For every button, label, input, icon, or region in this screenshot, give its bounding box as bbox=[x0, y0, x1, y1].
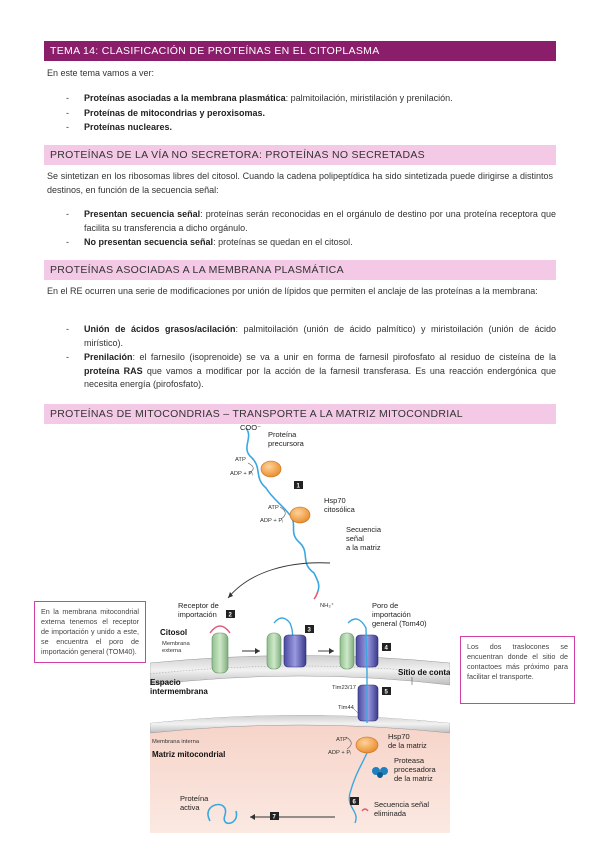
outer-membrane-label-2: externa bbox=[162, 648, 182, 654]
intermembrane-label: Espacio bbox=[150, 678, 181, 687]
page-title: TEMA 14: CLASIFICACIÓN DE PROTEÍNAS EN E… bbox=[44, 41, 556, 61]
list-item: Proteínas nucleares. bbox=[66, 121, 556, 135]
section1-text: Se sintetizan en los ribosomas libres de… bbox=[47, 171, 553, 195]
tim44-label: Tim44 bbox=[338, 705, 355, 711]
intro-text: En este tema vamos a ver: bbox=[47, 68, 155, 78]
step-1: 1 bbox=[297, 484, 301, 490]
protease-label: Proteasa bbox=[394, 756, 425, 765]
step-3: 3 bbox=[308, 628, 312, 634]
atp-label: ATP bbox=[235, 457, 246, 463]
import-receptor-icon-2 bbox=[266, 632, 282, 670]
inner-membrane-label: Membrana interna bbox=[152, 739, 200, 745]
cleaved-label-2: eliminada bbox=[374, 809, 407, 818]
contact-site-label: Sitio de contacto bbox=[398, 668, 450, 677]
hsp70-matrix-icon bbox=[355, 736, 379, 754]
active-protein-icon bbox=[207, 803, 238, 824]
step-2: 2 bbox=[229, 613, 233, 619]
import-receptor-icon bbox=[211, 632, 229, 674]
tom40-pore-icon bbox=[283, 634, 307, 668]
hsp70m-label-2: de la matriz bbox=[388, 741, 427, 750]
intro-list: Proteínas asociadas a la membrana plasmá… bbox=[66, 92, 556, 136]
signal-label-3: a la matriz bbox=[346, 543, 381, 552]
section-heading-mitocondrias: PROTEÍNAS DE MITOCONDRIAS – TRANSPORTE A… bbox=[44, 404, 556, 424]
list-item: Unión de ácidos grasos/acilación: palmit… bbox=[66, 323, 556, 350]
step-5: 5 bbox=[385, 690, 389, 696]
hsp70-label: Hsp70 bbox=[324, 496, 346, 505]
section2-text: En el RE ocurren una serie de modificaci… bbox=[47, 286, 538, 296]
signal-label: Secuencia bbox=[346, 525, 382, 534]
active-label-2: activa bbox=[180, 803, 200, 812]
section2-list: Unión de ácidos grasos/acilación: palmit… bbox=[66, 323, 556, 393]
mitochondrial-import-diagram: COO⁻ Proteína precursora ATP ADP + Pᵢ 1 … bbox=[150, 423, 450, 833]
atp-label-3: ATP bbox=[336, 737, 347, 743]
atp-label-2: ATP bbox=[268, 505, 279, 511]
cleaved-label: Secuencia señal bbox=[374, 800, 429, 809]
pore-label-3: general (Tom40) bbox=[372, 619, 427, 628]
section-heading-membrana: PROTEÍNAS ASOCIADAS A LA MEMBRANA PLASMÁ… bbox=[44, 260, 556, 280]
hsp70m-label: Hsp70 bbox=[388, 732, 410, 741]
hsp70-label-2: citosólica bbox=[324, 505, 356, 514]
receptor-label-2: importación bbox=[178, 610, 217, 619]
tim2317-label: Tim23/17 bbox=[332, 685, 356, 691]
section-heading-no-secretora: PROTEÍNAS DE LA VÍA NO SECRETORA: PROTEÍ… bbox=[44, 145, 556, 165]
precursor-label-2: precursora bbox=[268, 439, 305, 448]
step-7: 7 bbox=[273, 815, 277, 821]
step-4: 4 bbox=[385, 646, 389, 652]
signal-label-2: señal bbox=[346, 534, 364, 543]
note-right: Los dos traslocones se encuentran donde … bbox=[460, 636, 575, 704]
hsp70-icon bbox=[289, 506, 311, 524]
hsp70-cytosolic-icon bbox=[260, 460, 282, 478]
import-receptor-icon-3 bbox=[339, 632, 355, 670]
pore-label-2: importación bbox=[372, 610, 411, 619]
nh3-label: NH₃⁺ bbox=[320, 602, 334, 609]
list-item: Proteínas de mitocondrias y peroxisomas. bbox=[66, 107, 556, 121]
pore-label: Poro de bbox=[372, 601, 398, 610]
cytosol-label: Citosol bbox=[160, 628, 187, 637]
active-label: Proteína bbox=[180, 794, 209, 803]
intermembrane-label-2: intermembrana bbox=[150, 687, 208, 696]
adp-label-3: ADP + Pᵢ bbox=[328, 750, 351, 756]
note-left: En la membrana mitocondrial externa tene… bbox=[34, 601, 146, 663]
list-item: Prenilación: el farnesilo (isoprenoide) … bbox=[66, 351, 556, 392]
protease-label-3: de la matriz bbox=[394, 774, 433, 783]
precursor-label: Proteína bbox=[268, 430, 297, 439]
receptor-label: Receptor de bbox=[178, 601, 219, 610]
adp-label-2: ADP + Pᵢ bbox=[260, 518, 283, 524]
tim23-17-icon bbox=[357, 684, 379, 722]
adp-label: ADP + Pᵢ bbox=[230, 471, 253, 477]
list-item: Proteínas asociadas a la membrana plasmá… bbox=[66, 92, 556, 106]
matrix-label: Matriz mitocondrial bbox=[152, 750, 225, 759]
list-item: Presentan secuencia señal: proteínas ser… bbox=[66, 208, 556, 235]
outer-membrane-label: Membrana bbox=[162, 641, 190, 647]
section1-list: Presentan secuencia señal: proteínas ser… bbox=[66, 208, 556, 251]
coo-label: COO⁻ bbox=[240, 423, 261, 432]
protease-label-2: procesadora bbox=[394, 765, 437, 774]
step-6: 6 bbox=[353, 800, 357, 806]
list-item: No presentan secuencia señal: proteínas … bbox=[66, 236, 556, 250]
